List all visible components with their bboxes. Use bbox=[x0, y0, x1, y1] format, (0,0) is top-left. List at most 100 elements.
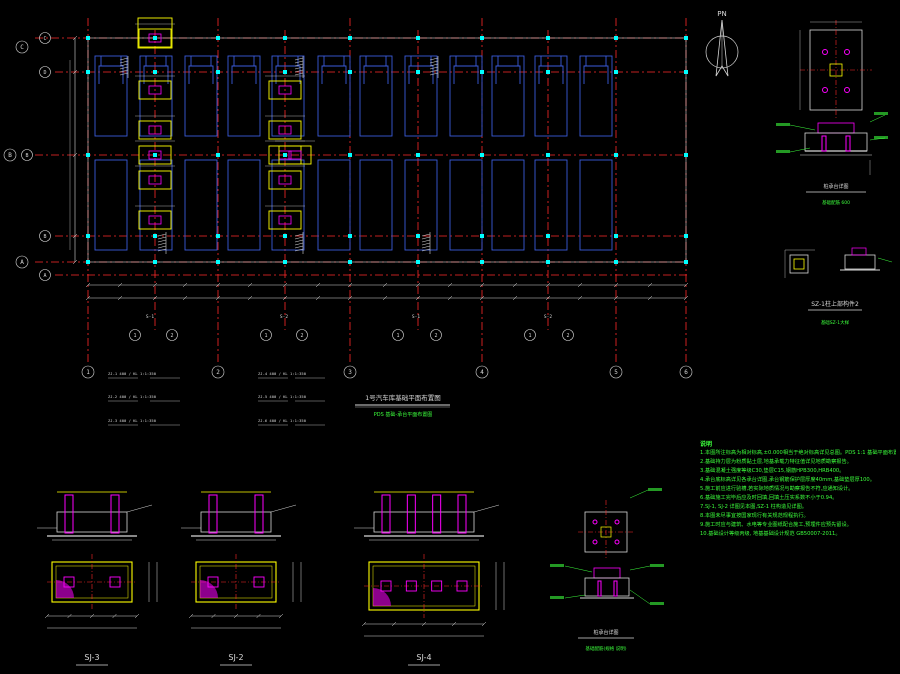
axis-label: D bbox=[43, 70, 46, 76]
pit-head bbox=[98, 65, 124, 84]
parking-pit bbox=[359, 159, 393, 251]
axis-bubble: B bbox=[21, 149, 33, 161]
column-dot bbox=[283, 153, 287, 157]
parking-pit bbox=[184, 55, 218, 137]
footing-section bbox=[200, 511, 272, 533]
bottom-detail-title: 桩承台详图 bbox=[593, 629, 618, 636]
axis-bubble: 5 bbox=[609, 365, 623, 379]
column-dot bbox=[684, 260, 688, 264]
pile-cap bbox=[138, 170, 172, 190]
col-axis-bubbles: 1 2 3 4 5 6 bbox=[81, 365, 693, 379]
axis-bubble: B bbox=[39, 230, 51, 242]
plan-pier bbox=[253, 576, 265, 588]
column-dot bbox=[614, 70, 618, 74]
building-outline bbox=[87, 37, 687, 263]
north-label: PN bbox=[717, 10, 726, 18]
dim-tick bbox=[545, 295, 551, 301]
dim-tick bbox=[72, 233, 78, 239]
legend-item: ZJ-6 400 / KL 1:1:350 bbox=[258, 418, 307, 423]
column-dot bbox=[546, 36, 550, 40]
cap-column bbox=[278, 175, 292, 185]
pile-cap bbox=[138, 145, 172, 165]
column-dot bbox=[86, 234, 90, 238]
ramp-hatch bbox=[421, 236, 431, 240]
parking-pit bbox=[359, 55, 393, 137]
pier-bubble: 1 bbox=[260, 329, 272, 341]
pier-group-label: S-2 bbox=[544, 314, 552, 320]
axis-label: 6 bbox=[684, 369, 688, 376]
dim-tick bbox=[215, 295, 221, 301]
ramp-hatch bbox=[421, 248, 431, 252]
dim-tick bbox=[391, 621, 397, 627]
footing-section bbox=[56, 511, 128, 533]
sj-details bbox=[37, 491, 505, 666]
pier-label: 2 bbox=[170, 333, 173, 339]
dim-tick bbox=[577, 282, 583, 288]
axis-bubble: 2 bbox=[211, 365, 225, 379]
pile-cap bbox=[268, 80, 302, 100]
column-dot bbox=[546, 70, 550, 74]
pit-head bbox=[275, 65, 301, 84]
ramp-hatch bbox=[294, 245, 304, 249]
plan-pier bbox=[405, 580, 417, 592]
dim-tick bbox=[647, 282, 653, 288]
pile-cap bbox=[278, 145, 312, 165]
plan-pier bbox=[380, 580, 392, 592]
pile-cap bbox=[268, 120, 302, 140]
parking-pit bbox=[139, 159, 173, 251]
column-dot bbox=[283, 260, 287, 264]
column-dot bbox=[216, 36, 220, 40]
pier-label: 2 bbox=[300, 333, 303, 339]
sz-subtitle: 基础SZ-1大样 bbox=[821, 319, 850, 326]
dim-tick bbox=[72, 35, 78, 41]
pit-head bbox=[143, 65, 169, 84]
ramp-hatch bbox=[294, 57, 304, 61]
foundation-plan: C B A C D B B A 1 2 3 4 5 6 1 2 1 2 1 2 bbox=[3, 17, 693, 418]
note-line: 6.基础施工完毕后应及时回填,回填土压实系数不小于0.94。 bbox=[700, 495, 838, 501]
column-dot bbox=[283, 36, 287, 40]
pier-rebar bbox=[110, 494, 120, 534]
pier-bubble: 2 bbox=[296, 329, 308, 341]
dim-tick bbox=[447, 282, 453, 288]
column-dot bbox=[416, 70, 420, 74]
dim-tick bbox=[512, 295, 518, 301]
design-notes: 说明 1.本图所注标高为相对标高,±0.000相当于绝对标高详见总图。PDS 1… bbox=[700, 440, 896, 539]
axis-label: C bbox=[43, 36, 46, 42]
pile-cap bbox=[268, 170, 302, 190]
dim-tick bbox=[683, 295, 689, 301]
axis-label: A bbox=[20, 259, 24, 266]
axis-bubble: 6 bbox=[679, 365, 693, 379]
plan-subtitle: PDS 基础-承台平面布置图 bbox=[374, 411, 432, 418]
note-line: 10.基础设计等级丙级, 地基基础设计规范 GB50007-2011。 bbox=[700, 531, 841, 537]
ramp-hatch bbox=[421, 239, 431, 243]
dim-tick bbox=[72, 69, 78, 75]
dim-tick bbox=[282, 282, 288, 288]
cap-column bbox=[278, 215, 292, 225]
pile-cap bbox=[268, 210, 302, 230]
parking-pit bbox=[94, 159, 128, 251]
pier-label: 1 bbox=[133, 333, 136, 339]
pier-bubble: 2 bbox=[166, 329, 178, 341]
column-dot bbox=[480, 153, 484, 157]
dim-tick bbox=[382, 282, 388, 288]
pier-bubbles: 1 2 1 2 1 2 1 2 bbox=[129, 329, 574, 341]
parking-pit bbox=[404, 159, 438, 251]
dim-tick bbox=[85, 295, 91, 301]
ramp-hatch bbox=[157, 242, 167, 246]
legend-item: ZJ-3 400 / KL 1:1:350 bbox=[108, 418, 157, 423]
pit-head bbox=[231, 65, 257, 84]
ramp-hatch bbox=[157, 236, 167, 240]
dim-tick bbox=[451, 621, 457, 627]
dim-tick bbox=[67, 613, 72, 619]
dim-tick bbox=[382, 295, 388, 301]
cap-column bbox=[278, 125, 292, 135]
pile-cap bbox=[138, 120, 172, 140]
note-line: 7.SJ-1, SJ-2 详图见本图,SZ-1 柱构造见详图。 bbox=[700, 504, 807, 510]
legend-item: ZJ-2 400 / KL 1:1:350 bbox=[108, 394, 157, 399]
ramp-hatch bbox=[294, 239, 304, 243]
axis-bubble: A bbox=[15, 255, 29, 269]
dim-tick bbox=[613, 295, 619, 301]
parking-pit bbox=[94, 55, 128, 137]
pit-head bbox=[363, 65, 389, 84]
pit-head bbox=[321, 65, 347, 84]
